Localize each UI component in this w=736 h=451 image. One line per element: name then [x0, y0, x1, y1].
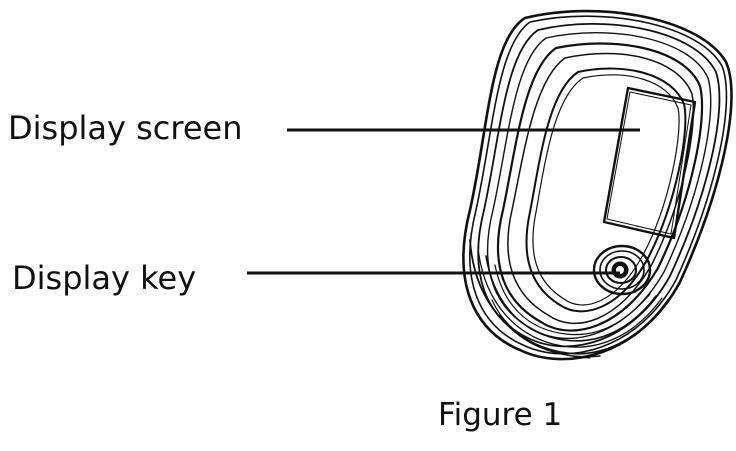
figure-caption: Figure 1: [438, 397, 563, 433]
display-screen: [602, 86, 697, 240]
device-body: [462, 9, 733, 361]
display-key-label: Display key: [12, 259, 197, 297]
display-screen-label: Display screen: [8, 109, 243, 147]
